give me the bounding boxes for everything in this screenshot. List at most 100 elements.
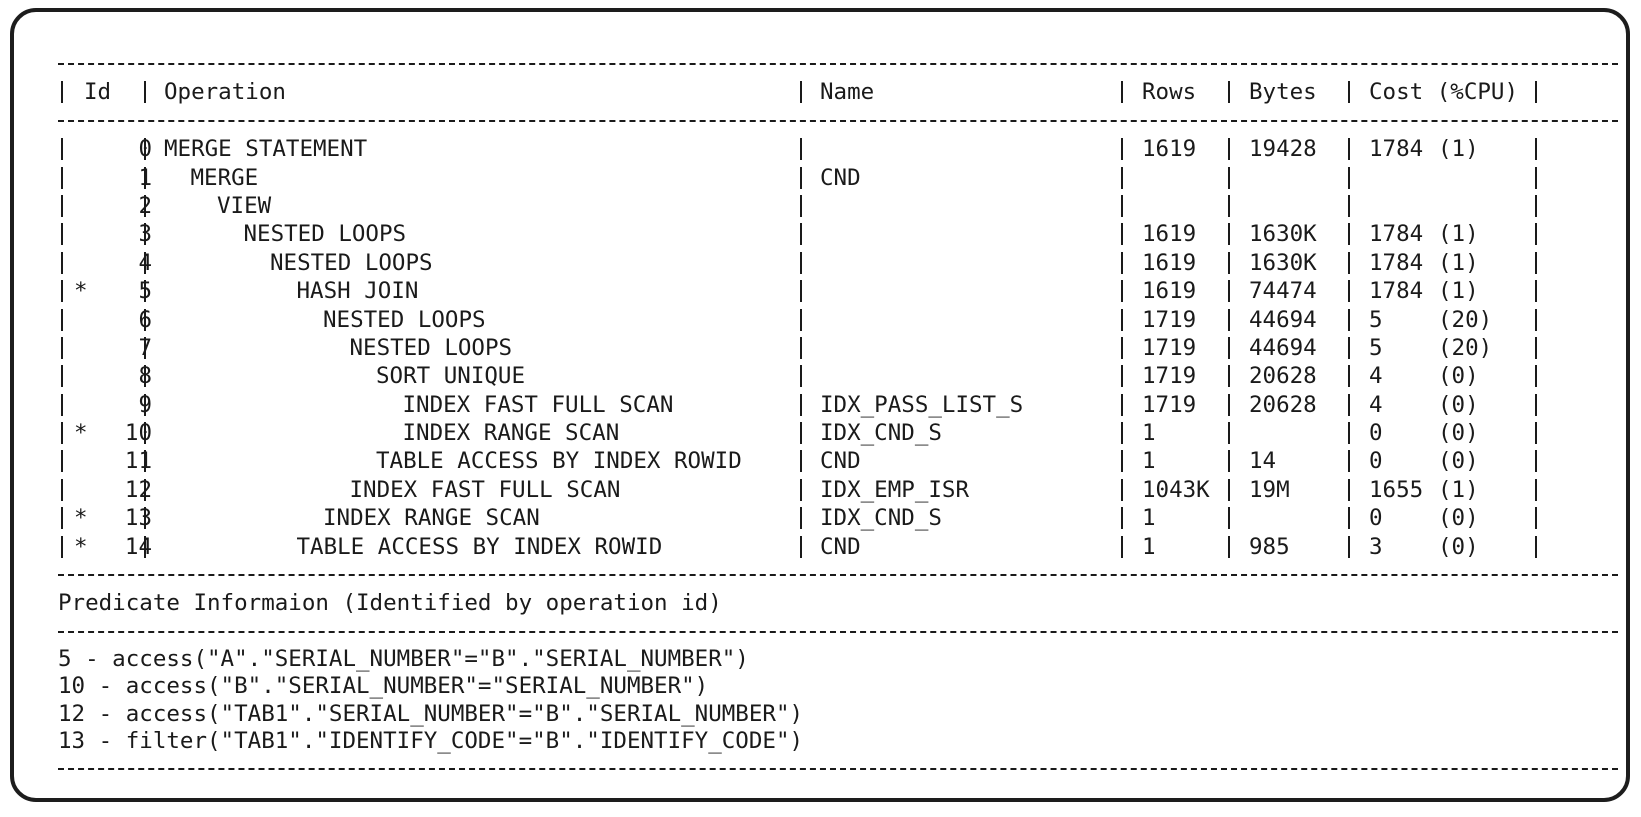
row-id: 5	[138, 278, 152, 305]
column-separator	[1348, 535, 1350, 558]
column-separator	[1228, 166, 1230, 189]
column-separator	[1121, 308, 1123, 331]
column-separator	[61, 223, 63, 246]
column-separator	[1348, 450, 1350, 473]
column-separator	[1348, 138, 1350, 161]
row-cost: 1784	[1369, 136, 1424, 163]
row-cpu: (1)	[1438, 278, 1479, 305]
row-rows: 1619	[1142, 278, 1197, 305]
row-bytes: 985	[1249, 533, 1290, 560]
row-operation: NESTED LOOPS	[270, 249, 433, 276]
row-operation: VIEW	[217, 192, 272, 219]
predicate-line: 13 - filter("TAB1"."IDENTIFY_CODE"="B"."…	[58, 727, 804, 754]
row-name: CND	[820, 164, 861, 191]
column-separator	[800, 450, 802, 473]
column-separator	[1228, 81, 1230, 104]
row-cpu: (0)	[1438, 448, 1479, 475]
row-rows: 1619	[1142, 136, 1197, 163]
column-separator	[1348, 166, 1350, 189]
row-operation: HASH JOIN	[296, 278, 419, 305]
column-separator	[1228, 280, 1230, 303]
row-rows: 1719	[1142, 334, 1197, 361]
column-separator	[61, 478, 63, 501]
column-separator	[1348, 336, 1350, 359]
row-rows: 1	[1142, 420, 1156, 447]
row-marker: *	[74, 505, 88, 532]
column-separator	[800, 422, 802, 445]
column-separator	[1535, 422, 1537, 445]
row-rows: 1619	[1142, 249, 1197, 276]
plan-frame: Id Operation Name Rows Bytes Cost (%CPU)…	[10, 8, 1630, 802]
column-separator	[800, 365, 802, 388]
row-name: CND	[820, 533, 861, 560]
divider-header	[58, 107, 1618, 135]
column-separator	[1228, 393, 1230, 416]
column-separator	[1121, 478, 1123, 501]
column-separator	[1228, 308, 1230, 331]
column-separator	[800, 507, 802, 530]
column-separator	[1121, 81, 1123, 104]
column-separator	[1121, 280, 1123, 303]
column-separator	[1348, 280, 1350, 303]
column-separator	[800, 308, 802, 331]
column-separator	[144, 138, 146, 161]
column-separator	[1535, 365, 1537, 388]
row-operation: MERGE	[190, 164, 259, 191]
row-rows: 1719	[1142, 391, 1197, 418]
row-rows: 1	[1142, 448, 1156, 475]
row-id: 6	[138, 306, 152, 333]
column-separator	[144, 365, 146, 388]
row-operation: INDEX RANGE SCAN	[402, 420, 620, 447]
row-cost: 5	[1369, 306, 1383, 333]
column-separator	[1121, 336, 1123, 359]
column-separator	[61, 251, 63, 274]
column-separator	[1121, 138, 1123, 161]
column-separator	[1228, 535, 1230, 558]
divider-top	[58, 50, 1618, 78]
row-rows: 1619	[1142, 221, 1197, 248]
column-separator	[61, 166, 63, 189]
column-separator	[1228, 223, 1230, 246]
column-separator	[1535, 223, 1537, 246]
row-cpu: (1)	[1438, 136, 1479, 163]
column-separator	[800, 166, 802, 189]
predicate-line: 10 - access("B"."SERIAL_NUMBER"="SERIAL_…	[58, 673, 709, 700]
column-separator	[1121, 365, 1123, 388]
column-separator	[1348, 223, 1350, 246]
row-name: IDX_CND_S	[820, 505, 942, 532]
row-bytes: 74474	[1249, 278, 1317, 305]
plan-header-row: Id Operation Name Rows Bytes Cost (%CPU)	[58, 78, 1618, 106]
column-separator	[1228, 422, 1230, 445]
column-separator	[1121, 507, 1123, 530]
column-separator	[1228, 251, 1230, 274]
row-id: 3	[138, 221, 152, 248]
column-separator	[1121, 166, 1123, 189]
column-separator	[800, 280, 802, 303]
row-id: 8	[138, 363, 152, 390]
column-separator	[61, 450, 63, 473]
column-separator	[1228, 478, 1230, 501]
column-separator	[144, 166, 146, 189]
row-cost: 0	[1369, 420, 1383, 447]
column-separator	[1121, 251, 1123, 274]
column-separator	[1348, 365, 1350, 388]
row-id: 13	[124, 505, 152, 532]
column-separator	[1348, 507, 1350, 530]
column-separator	[1348, 81, 1350, 104]
row-id: 11	[124, 448, 152, 475]
column-separator	[144, 422, 146, 445]
column-separator	[144, 280, 146, 303]
row-rows: 1719	[1142, 306, 1197, 333]
predicate-title: Predicate Informaion (Identified by oper…	[58, 590, 722, 617]
column-separator	[61, 535, 63, 558]
column-separator	[61, 393, 63, 416]
